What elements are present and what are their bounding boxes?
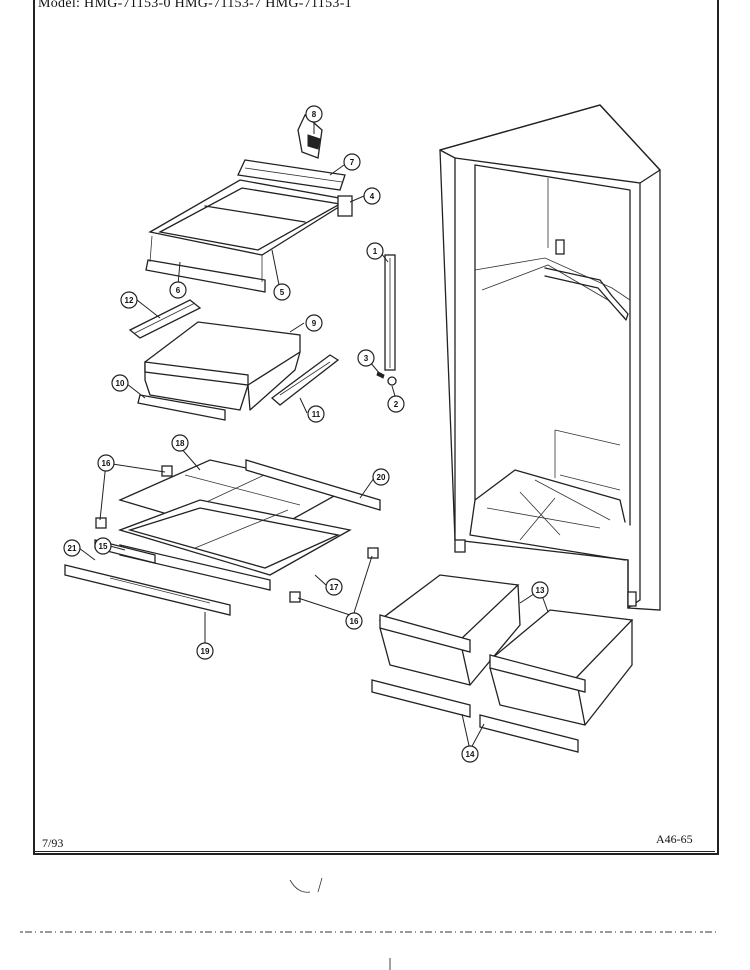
callout-6: 6 — [169, 281, 187, 299]
callout-2: 2 — [387, 395, 405, 413]
svg-text:13: 13 — [536, 586, 545, 595]
callout-16-lower: 16 — [345, 612, 363, 630]
svg-text:4: 4 — [370, 192, 375, 201]
svg-text:6: 6 — [176, 286, 181, 295]
svg-text:5: 5 — [280, 288, 285, 297]
svg-text:12: 12 — [125, 296, 134, 305]
crisper-cover-assembly — [64, 459, 381, 616]
svg-text:8: 8 — [312, 110, 317, 119]
callout-17: 17 — [325, 578, 343, 596]
crisper-drawer-upper — [128, 299, 340, 421]
svg-text:16: 16 — [350, 617, 359, 626]
svg-text:10: 10 — [116, 379, 125, 388]
callout-20: 20 — [372, 468, 390, 486]
callout-16-upper: 16 — [97, 454, 115, 472]
callout-19: 19 — [196, 642, 214, 660]
svg-text:16: 16 — [102, 459, 111, 468]
top-shelf-assembly — [145, 113, 353, 293]
refrigerator-cabinet — [439, 104, 661, 611]
footer-rule — [34, 851, 715, 852]
svg-text:14: 14 — [466, 750, 475, 759]
callout-21: 21 — [63, 539, 81, 557]
callout-3: 3 — [357, 349, 375, 367]
callout-8: 8 — [305, 105, 323, 123]
svg-text:18: 18 — [176, 439, 185, 448]
callout-9: 9 — [305, 314, 323, 332]
svg-text:11: 11 — [312, 410, 321, 419]
diagram-frame — [33, 0, 719, 855]
svg-text:15: 15 — [99, 542, 108, 551]
callout-5: 5 — [273, 283, 291, 301]
scan-noise-line — [20, 931, 720, 933]
callout-10: 10 — [111, 374, 129, 392]
callout-11: 11 — [307, 405, 325, 423]
callout-7: 7 — [343, 153, 361, 171]
svg-text:21: 21 — [68, 544, 77, 553]
diagram-code: A46-65 — [656, 832, 693, 846]
svg-text:19: 19 — [201, 647, 210, 656]
svg-text:2: 2 — [394, 400, 399, 409]
callout-4: 4 — [363, 187, 381, 205]
crisper-pans-lower — [371, 574, 634, 753]
callout-18: 18 — [171, 434, 189, 452]
callout-13: 13 — [531, 581, 549, 599]
svg-text:9: 9 — [312, 319, 317, 328]
svg-text:20: 20 — [377, 473, 386, 482]
scan-mark — [289, 877, 323, 893]
callout-15: 15 — [94, 537, 112, 555]
vertical-channel-assembly — [376, 254, 397, 386]
svg-text:7: 7 — [350, 158, 355, 167]
diagram-date: 7/93 — [42, 836, 64, 850]
svg-text:1: 1 — [373, 247, 378, 256]
model-header: Model: HMG-71153-0 HMG-71153-7 HMG-71153… — [38, 0, 352, 11]
callout-1: 1 — [366, 242, 384, 260]
callout-12: 12 — [120, 291, 138, 309]
svg-text:3: 3 — [364, 354, 369, 363]
svg-text:17: 17 — [330, 583, 339, 592]
callout-14: 14 — [461, 745, 479, 763]
